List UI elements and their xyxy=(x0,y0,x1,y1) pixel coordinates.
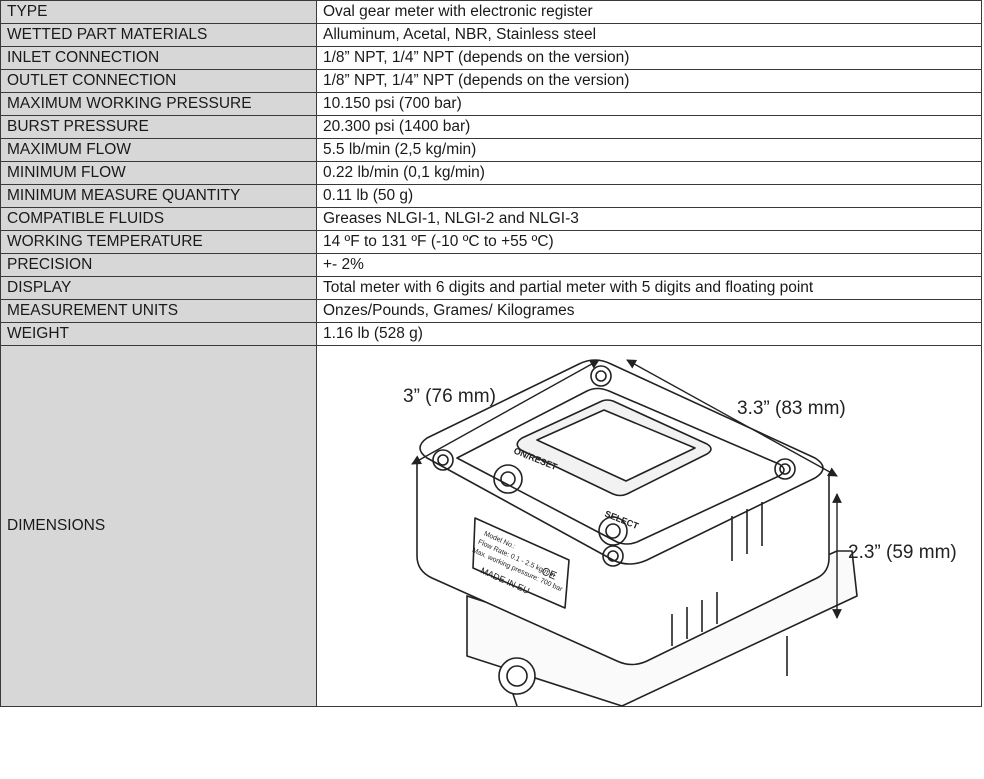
row-value: 1/8” NPT, 1/4” NPT (depends on the versi… xyxy=(316,69,982,93)
row-label: BURST PRESSURE xyxy=(0,115,317,139)
row-label: WORKING TEMPERATURE xyxy=(0,230,317,254)
width-arrow xyxy=(411,359,600,465)
table-row: PRECISION+- 2% xyxy=(0,253,982,277)
row-value: Onzes/Pounds, Grames/ Kilogrames xyxy=(316,299,982,323)
depth-dimension: 3.3” (83 mm) xyxy=(737,398,846,419)
row-label: WEIGHT xyxy=(0,322,317,346)
row-value: Greases NLGI-1, NLGI-2 and NLGI-3 xyxy=(316,207,982,231)
ce-mark: CE xyxy=(540,565,559,582)
row-value: Alluminum, Acetal, NBR, Stainless steel xyxy=(316,23,982,47)
row-value: +- 2% xyxy=(316,253,982,277)
row-label: MINIMUM MEASURE QUANTITY xyxy=(0,184,317,208)
row-value: 10.150 psi (700 bar) xyxy=(316,92,982,116)
row-value: 5.5 lb/min (2,5 kg/min) xyxy=(316,138,982,162)
row-label: DISPLAY xyxy=(0,276,317,300)
width-dimension: 3” (76 mm) xyxy=(403,386,496,407)
row-label: INLET CONNECTION xyxy=(0,46,317,70)
row-value: 1.16 lb (528 g) xyxy=(316,322,982,346)
row-label: WETTED PART MATERIALS xyxy=(0,23,317,47)
dimensions-cell: ON/RESET SELECT Model No.: Flow Rate: 0.… xyxy=(316,345,982,707)
meter-drawing: ON/RESET SELECT Model No.: Flow Rate: 0.… xyxy=(318,347,978,706)
height-dimension: 2.3” (59 mm) xyxy=(848,542,957,563)
row-value: 0.11 lb (50 g) xyxy=(316,184,982,208)
row-value: 20.300 psi (1400 bar) xyxy=(316,115,982,139)
row-label: MEASUREMENT UNITS xyxy=(0,299,317,323)
row-label: COMPATIBLE FLUIDS xyxy=(0,207,317,231)
row-label: MINIMUM FLOW xyxy=(0,161,317,185)
row-label: MAXIMUM FLOW xyxy=(0,138,317,162)
row-value: Oval gear meter with electronic register xyxy=(316,0,982,24)
meter-illustration: ON/RESET SELECT Model No.: Flow Rate: 0.… xyxy=(411,359,858,706)
depth-arrow xyxy=(626,359,838,477)
row-value: 1/8” NPT, 1/4” NPT (depends on the versi… xyxy=(316,46,982,70)
dimensions-row: DIMENSIONS xyxy=(0,345,982,707)
row-label: PRECISION xyxy=(0,253,317,277)
row-value: 14 ºF to 131 ºF (-10 ºC to +55 ºC) xyxy=(316,230,982,254)
row-label: MAXIMUM WORKING PRESSURE xyxy=(0,92,317,116)
row-value: 0.22 lb/min (0,1 kg/min) xyxy=(316,161,982,185)
row-value: Total meter with 6 digits and partial me… xyxy=(316,276,982,300)
dimensions-label: DIMENSIONS xyxy=(0,345,317,707)
row-label: OUTLET CONNECTION xyxy=(0,69,317,93)
row-label: TYPE xyxy=(0,0,317,24)
